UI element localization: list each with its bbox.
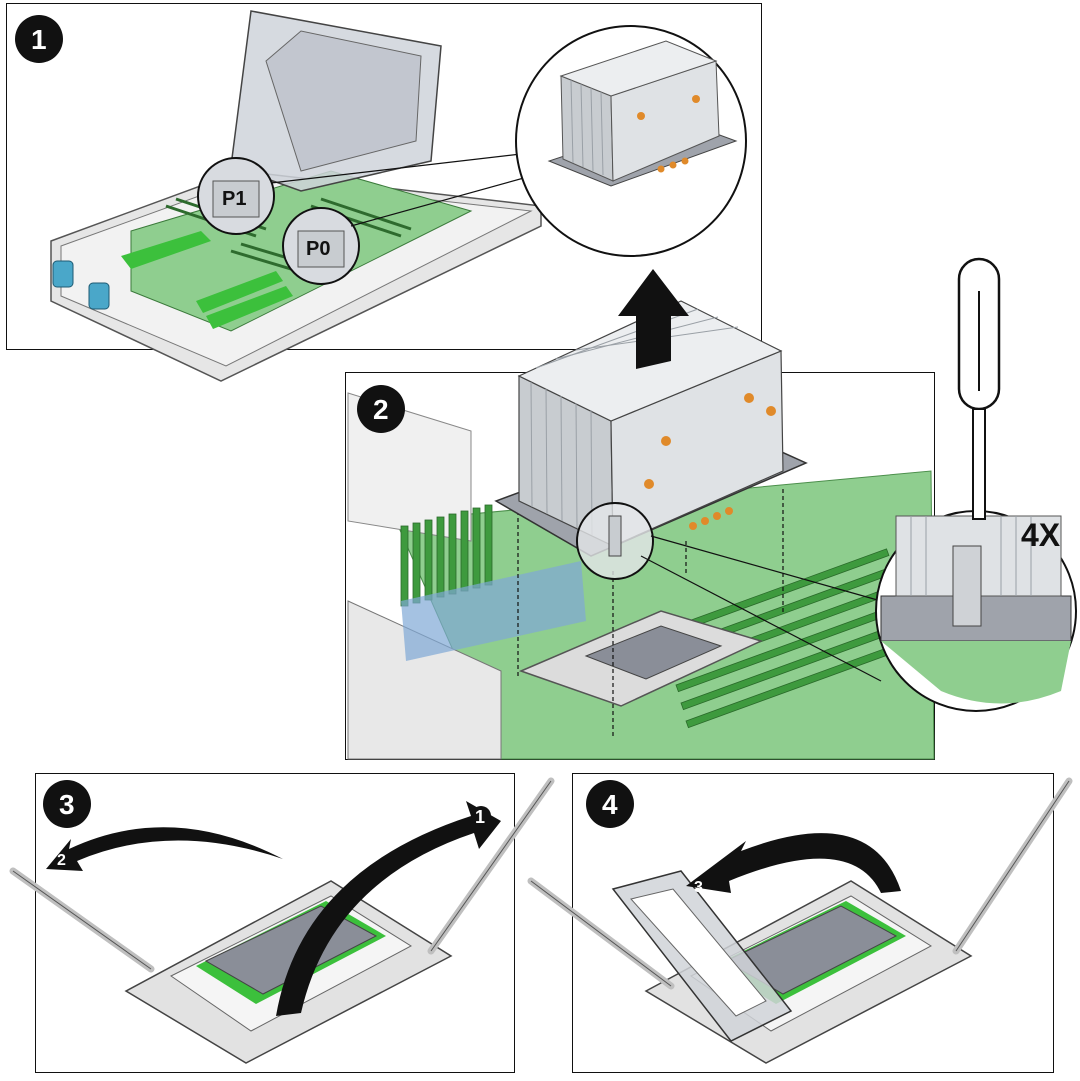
step-1-number: 1 [31,24,47,55]
lever-4-left-outline [530,880,672,987]
screw-count-label: 4X [1021,517,1061,553]
cpu-p1-label: P1 [222,188,246,210]
arrow-3-label: 3 [694,879,703,896]
step-3-number: 3 [59,789,75,820]
rotate-arrow-icon-3 [686,833,901,893]
dimm-latch-blue-left [401,561,586,661]
step-3-badge [43,780,91,828]
arrow-1-label: 1 [475,807,485,827]
lever-3-right-outline [430,780,552,952]
screw-leader-1 [650,535,882,602]
step-4-number: 4 [602,789,618,820]
screw-zoom-body [952,545,982,627]
step-1-badge [15,15,63,63]
arrow-2-label: 2 [57,852,66,869]
screw-zoom-fin-lines [910,516,1032,596]
cpu-chip [584,625,723,680]
zoom-leader-1 [270,153,522,184]
heatsink-zoom-fin-lines [570,79,604,176]
pcie-riser-2 [196,271,283,313]
step-1-panel: P1 P0 1 [6,3,762,382]
load-plate-window [630,888,767,1017]
heatsink-zoom-top [559,40,718,97]
pcie-riser-3 [206,286,293,329]
pcie-riser-1 [121,231,211,269]
lever-4-right-outline [955,780,1070,952]
air-duct-inner [265,30,422,172]
screw-small [608,515,622,557]
cpu-p1-heatsink [212,180,260,218]
step-2-number: 2 [373,394,389,425]
screwdriver-icon [957,257,1001,520]
heatsink-zoom-heatpipes [637,95,700,173]
arrow-1-label-dot [471,806,491,826]
lever-3-left-outline [12,870,152,970]
step-2-panel: 4X 2 [345,257,1077,760]
psu-connector-1 [52,260,74,288]
zoom-leader-2 [350,175,532,227]
heatsink-heatpipes [644,393,776,530]
step-4-panel: 3 4 [527,773,1073,1073]
step-2-badge [357,385,405,433]
cpu-p0-heatsink [297,230,345,268]
cpu-p0-label: P0 [306,238,330,260]
step-3-panel: 1 2 3 [9,773,555,1073]
rotate-arrow-icon-2 [46,827,283,871]
step-4-badge [586,780,634,828]
screw-zoom-green-board [881,641,1071,704]
psu-connector-2 [88,282,110,310]
lift-arrow-icon [618,269,689,369]
screw-leader-2 [640,555,882,682]
alignment-guides [517,489,784,736]
